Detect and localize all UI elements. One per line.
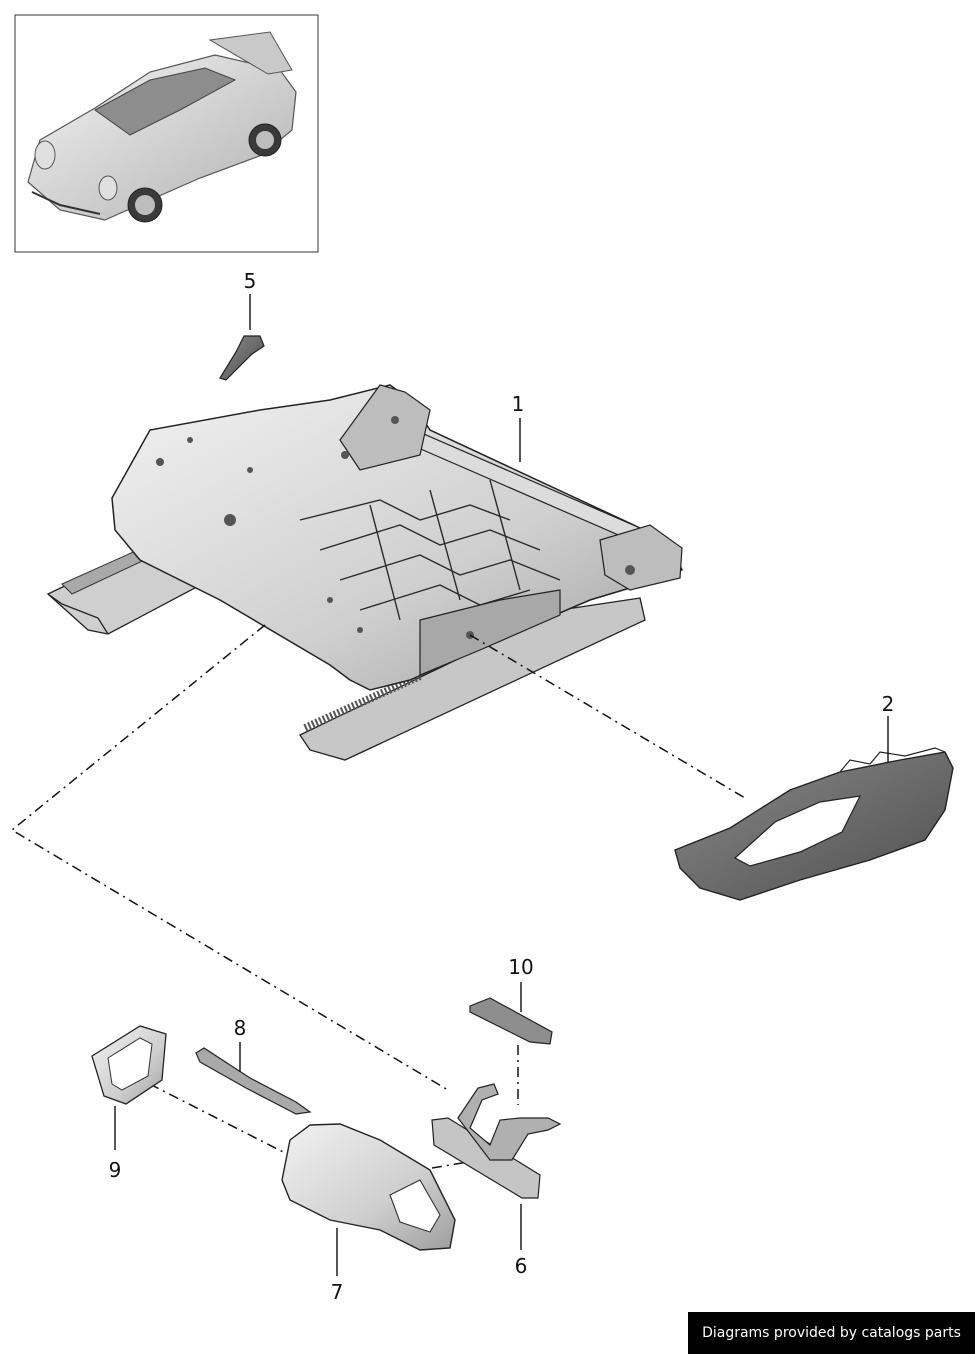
callout-6: 6: [514, 1254, 528, 1278]
part-1-seat-frame: [46, 384, 684, 761]
callout-5: 5: [243, 269, 257, 293]
callout-1: 1: [511, 392, 525, 416]
part-6-bracket: [431, 1083, 562, 1250]
leader-lines: [10, 624, 746, 1169]
part-5-bracket: [219, 294, 265, 381]
vehicle-thumbnail: [14, 14, 319, 253]
part-2-side-trim: [674, 716, 954, 901]
car-illustration: [27, 31, 297, 223]
callout-8: 8: [233, 1016, 247, 1040]
part-7-housing: [281, 1123, 456, 1276]
callout-10: 10: [508, 955, 534, 979]
callout-7: 7: [330, 1280, 344, 1304]
callout-2: 2: [881, 692, 895, 716]
part-8-strip: [195, 1042, 312, 1115]
callout-9: 9: [108, 1158, 122, 1182]
credit-banner: Diagrams provided by catalogs parts: [688, 1312, 975, 1354]
part-10-plate: [469, 982, 553, 1045]
part-9-band: [91, 1025, 167, 1150]
